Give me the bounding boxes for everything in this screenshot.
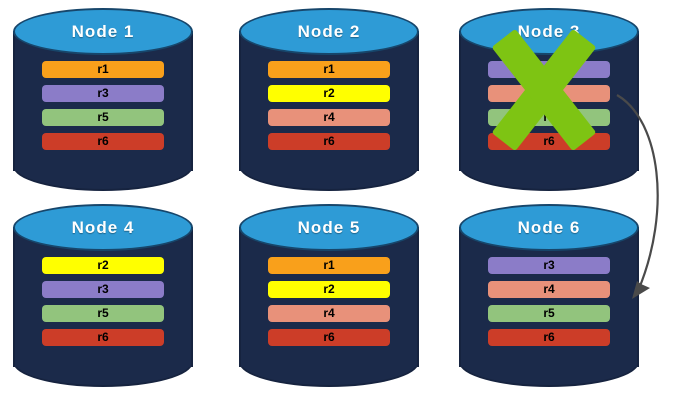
shard-r4[interactable]: r4 [488, 85, 610, 102]
node-5[interactable]: Node 5 r1 r2 r4 r6 [239, 204, 419, 387]
shard-r3[interactable]: r3 [488, 257, 610, 274]
shard-r3[interactable]: r3 [42, 281, 164, 298]
shard-r6[interactable]: r6 [268, 133, 390, 150]
shard-r4[interactable]: r4 [488, 281, 610, 298]
shard-r2[interactable]: r2 [42, 257, 164, 274]
node-3[interactable]: Node 3 r3 r4 r5 r6 [459, 8, 639, 191]
shard-r6[interactable]: r6 [42, 133, 164, 150]
shard-r2[interactable]: r2 [268, 85, 390, 102]
shard-r3[interactable]: r3 [42, 85, 164, 102]
shard-r5[interactable]: r5 [42, 305, 164, 322]
shard-r1[interactable]: r1 [268, 61, 390, 78]
shard-r6[interactable]: r6 [488, 329, 610, 346]
node-6[interactable]: Node 6 r3 r4 r5 r6 [459, 204, 639, 387]
node-4[interactable]: Node 4 r2 r3 r5 r6 [13, 204, 193, 387]
shard-r4[interactable]: r4 [268, 305, 390, 322]
shard-r1[interactable]: r1 [42, 61, 164, 78]
shard-r6[interactable]: r6 [42, 329, 164, 346]
shard-r6[interactable]: r6 [488, 133, 610, 150]
cylinder-top [459, 204, 639, 251]
shard-r6[interactable]: r6 [268, 329, 390, 346]
cylinder-top [13, 8, 193, 55]
cylinder-top [459, 8, 639, 55]
node-1[interactable]: Node 1 r1 r3 r5 r6 [13, 8, 193, 191]
shard-r4[interactable]: r4 [268, 109, 390, 126]
node-5-shards: r1 r2 r4 r6 [268, 257, 390, 346]
node-1-shards: r1 r3 r5 r6 [42, 61, 164, 150]
shard-r5[interactable]: r5 [488, 305, 610, 322]
shard-r3[interactable]: r3 [488, 61, 610, 78]
shard-r1[interactable]: r1 [268, 257, 390, 274]
node-3-shards: r3 r4 r5 r6 [488, 61, 610, 150]
node-6-shards: r3 r4 r5 r6 [488, 257, 610, 346]
cylinder-top [13, 204, 193, 251]
node-2[interactable]: Node 2 r1 r2 r4 r6 [239, 8, 419, 191]
cylinder-top [239, 204, 419, 251]
cylinder-top [239, 8, 419, 55]
shard-r2[interactable]: r2 [268, 281, 390, 298]
node-2-shards: r1 r2 r4 r6 [268, 61, 390, 150]
node-4-shards: r2 r3 r5 r6 [42, 257, 164, 346]
shard-r5[interactable]: r5 [42, 109, 164, 126]
shard-r5[interactable]: r5 [488, 109, 610, 126]
